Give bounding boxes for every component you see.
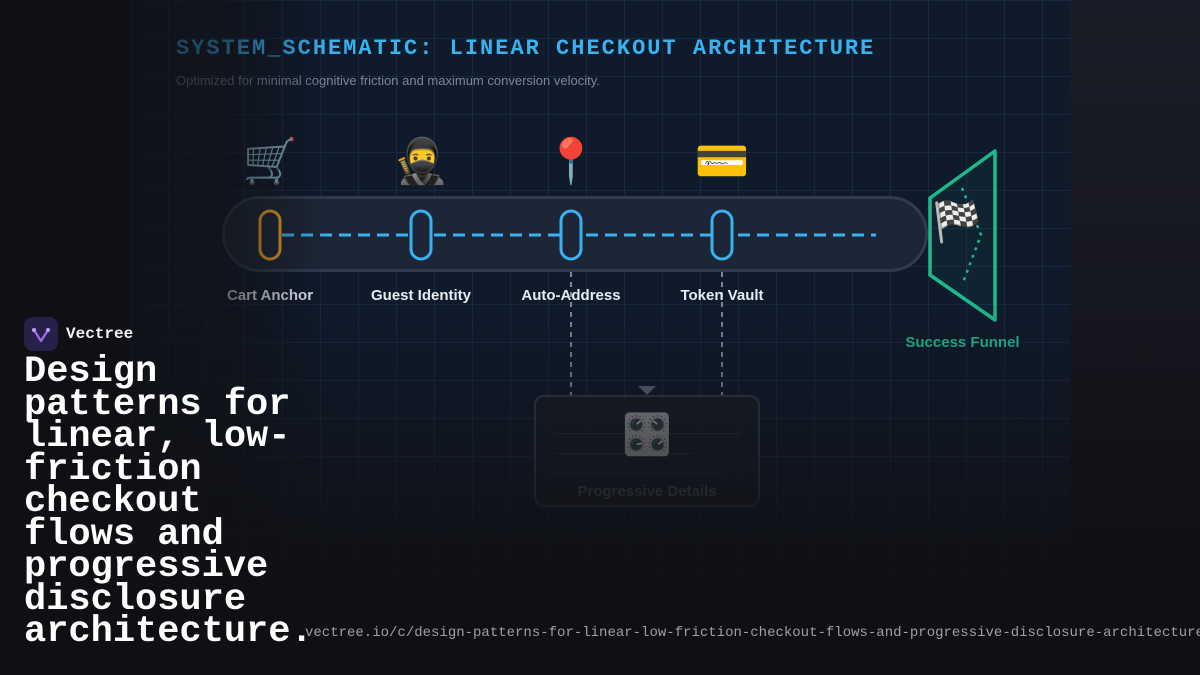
checkered-flag-icon: 🏁	[932, 200, 982, 244]
node-marker	[559, 209, 583, 261]
control-knobs-icon: 🎛️	[622, 413, 672, 457]
vectree-logo-icon	[24, 317, 58, 351]
ninja-icon: 🥷	[393, 137, 449, 186]
credit-card-icon: 💳	[694, 137, 750, 186]
brand: Vectree	[24, 317, 133, 351]
cart-icon: 🛒	[242, 137, 298, 186]
node-marker	[710, 209, 734, 261]
node-label: Auto-Address	[521, 287, 621, 304]
pin-icon: 📍	[543, 137, 599, 186]
progressive-details-box: 🎛️ Progressive Details	[534, 395, 760, 507]
node-label: Cart Anchor	[226, 287, 314, 304]
funnel-dots	[960, 187, 983, 286]
details-line	[554, 473, 724, 474]
funnel-label: Success Funnel	[905, 334, 1020, 351]
details-arrow	[638, 386, 656, 395]
node-marker	[409, 209, 433, 261]
node-marker	[258, 209, 282, 261]
headline: Design patterns for linear, low-friction…	[24, 351, 313, 653]
page-url[interactable]: vectree.io/c/design-patterns-for-linear-…	[305, 625, 1200, 641]
brand-name: Vectree	[66, 325, 134, 343]
node-label: Guest Identity	[370, 287, 471, 304]
details-label: Progressive Details	[577, 483, 717, 500]
node-label: Token Vault	[680, 287, 764, 304]
